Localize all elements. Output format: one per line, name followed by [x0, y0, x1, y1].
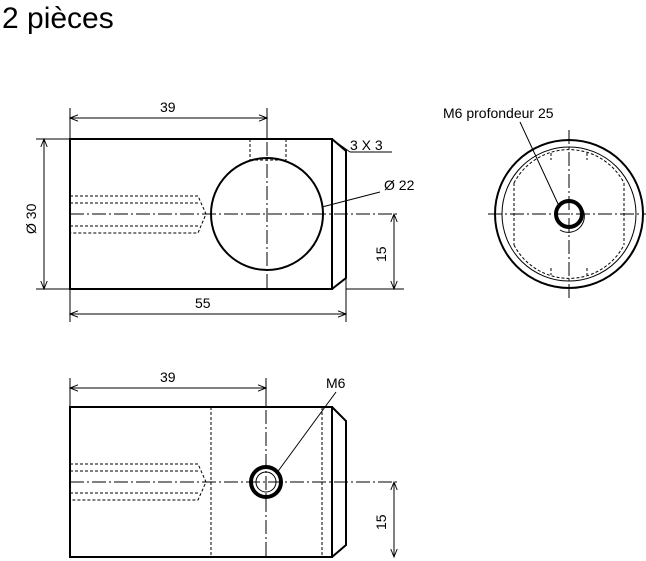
- front-dim-diameter: Ø 30: [23, 203, 39, 234]
- top-dim-height: 15: [373, 514, 389, 530]
- top-chamfer: [331, 406, 347, 558]
- front-hidden-thread-top: [249, 139, 287, 161]
- drawing-title: 2 pièces: [2, 2, 114, 35]
- top-dim-thread: M6: [326, 375, 346, 391]
- top-view: 39 M6 15: [68, 369, 400, 559]
- front-view: 39 Ø 30 3 X 3 Ø 22 15 55: [23, 99, 415, 322]
- front-dim-height: 15: [373, 246, 389, 262]
- top-tapped-hole: [249, 465, 283, 499]
- side-thread-arc: [559, 207, 585, 233]
- side-dim-thread: M6 profondeur 25: [443, 105, 554, 121]
- front-dim-chamfer: 3 X 3: [350, 137, 383, 153]
- side-tapped-hole: [554, 199, 584, 229]
- top-dim-top: 39: [160, 369, 176, 385]
- side-view: M6 profondeur 25: [443, 105, 646, 300]
- hole-dia-leader: [321, 191, 381, 208]
- front-dim-length: 55: [195, 295, 211, 311]
- side-thread-leader: [519, 121, 560, 207]
- front-dim-hole: Ø 22: [384, 177, 415, 193]
- side-hidden-cross-hole: [513, 149, 625, 279]
- chamfer-leader: [335, 141, 351, 153]
- front-dim-top: 39: [160, 99, 176, 115]
- top-thread-leader: [275, 391, 337, 475]
- top-thread-inner: [255, 471, 277, 493]
